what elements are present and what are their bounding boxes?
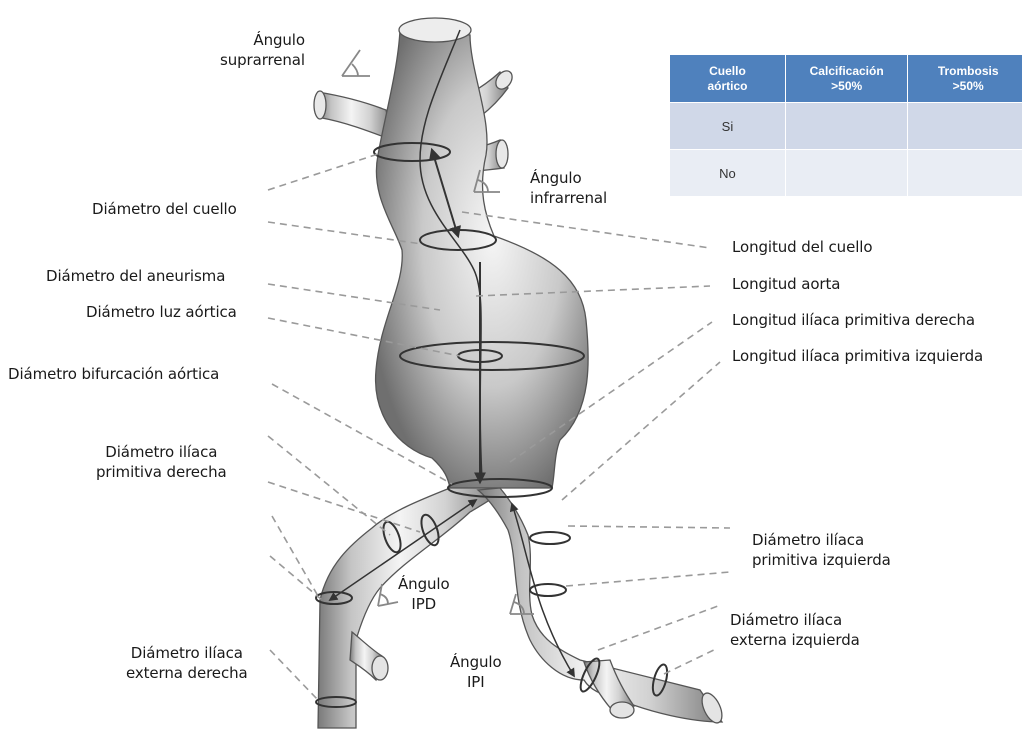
table-header-neck: Cuello aórtico: [670, 55, 786, 102]
table-cell: [908, 102, 1022, 149]
table-cell: [786, 102, 908, 149]
label-left-common-iliac-diameter: Diámetro ilíaca primitiva izquierda: [752, 530, 891, 570]
label-right-common-iliac-length: Longitud ilíaca primitiva derecha: [732, 310, 975, 330]
label-neck-diameter: Diámetro del cuello: [92, 199, 237, 219]
label-ipi-angle: Ángulo IPI: [450, 652, 502, 692]
label-left-external-iliac-diameter: Diámetro ilíaca externa izquierda: [730, 610, 860, 650]
label-lumen-diameter: Diámetro luz aórtica: [86, 302, 237, 322]
aorta-top-opening: [399, 18, 471, 42]
label-right-common-iliac-diameter: Diámetro ilíaca primitiva derecha: [96, 442, 227, 482]
label-infrarenal-angle: Ángulo infrarrenal: [530, 168, 607, 208]
label-bifurcation-diameter: Diámetro bifurcación aórtica: [8, 364, 219, 384]
label-left-common-iliac-length: Longitud ilíaca primitiva izquierda: [732, 346, 983, 366]
label-aneurysm-diameter: Diámetro del aneurisma: [46, 266, 225, 286]
label-aorta-length: Longitud aorta: [732, 274, 840, 294]
table-header-row: Cuello aórtico Calcificación >50% Trombo…: [670, 55, 1022, 102]
label-right-external-iliac-diameter: Diámetro ilíaca externa derecha: [126, 643, 248, 683]
table-row: No: [670, 149, 1022, 196]
renal-branch-left: [318, 92, 392, 140]
table-header-thrombosis: Trombosis >50%: [908, 55, 1022, 102]
table-cell: No: [670, 149, 786, 196]
neck-risk-table: Cuello aórtico Calcificación >50% Trombo…: [670, 55, 1022, 196]
label-ipd-angle: Ángulo IPD: [398, 574, 450, 614]
table-cell: [908, 149, 1022, 196]
table-header-calcification: Calcificación >50%: [786, 55, 908, 102]
table-row: Si: [670, 102, 1022, 149]
table-cell: [786, 149, 908, 196]
label-suprarenal-angle: Ángulo suprarrenal: [220, 30, 305, 70]
table-cell: Si: [670, 102, 786, 149]
label-neck-length: Longitud del cuello: [732, 237, 872, 257]
aorta-vessel: [314, 18, 726, 728]
